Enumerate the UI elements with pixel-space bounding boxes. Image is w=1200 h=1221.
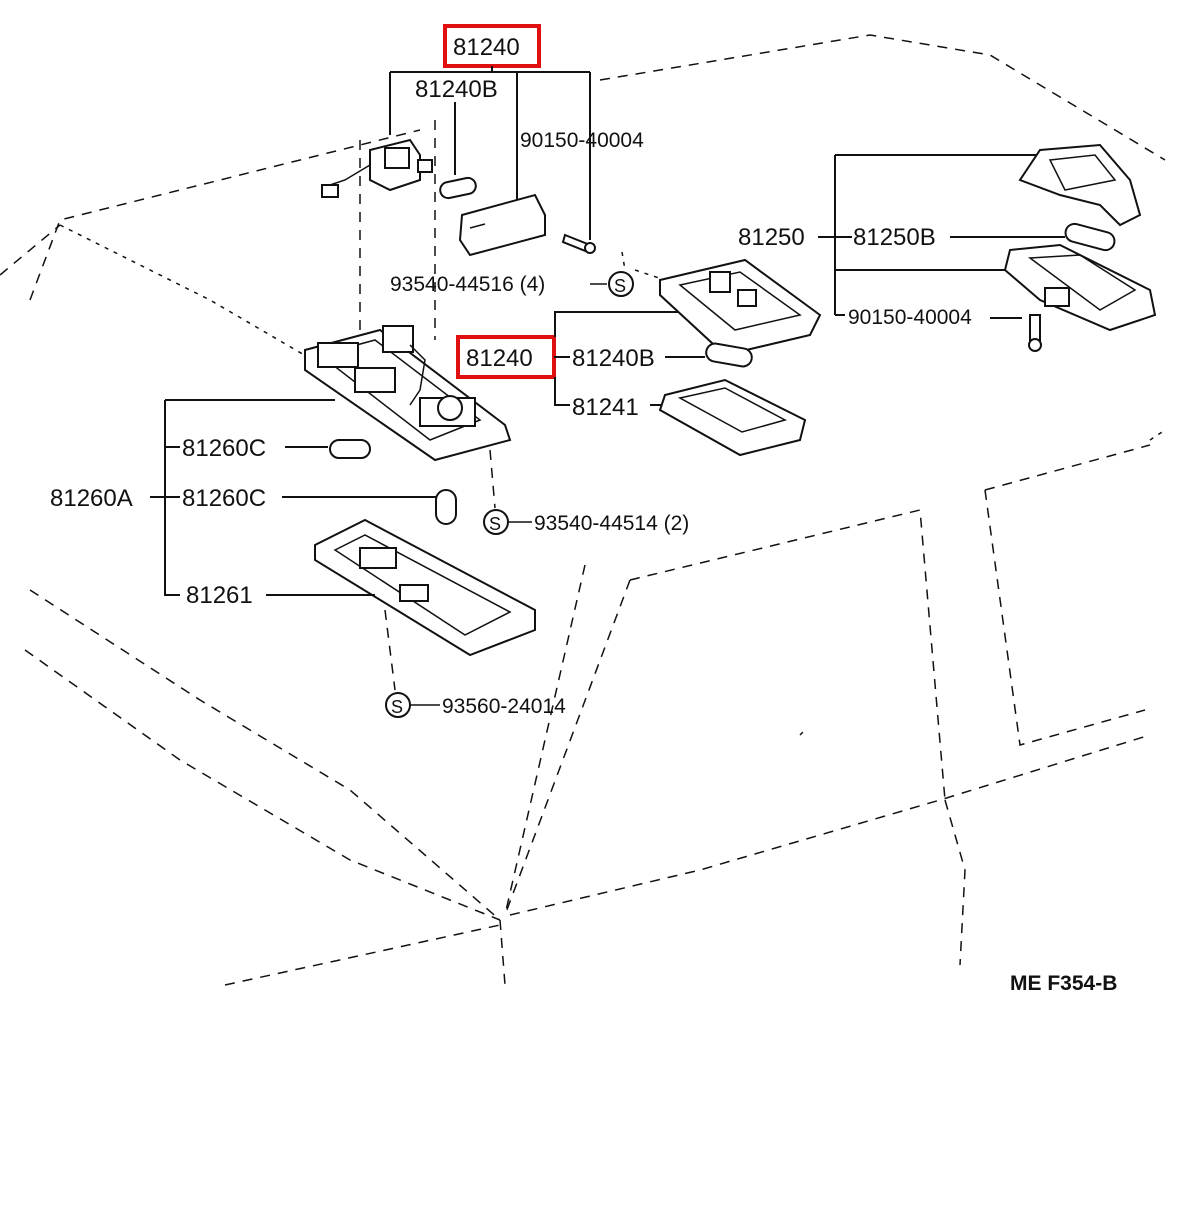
label-81241-mid: 81241 <box>572 394 639 421</box>
label-81260C-b: 81260C <box>182 485 266 512</box>
lens-mid-part <box>658 378 807 457</box>
label-81240B-top: 81240B <box>415 76 498 103</box>
bulb-top-part <box>439 176 477 200</box>
s-symbol-2-text: S <box>489 514 501 534</box>
label-90150-right: 90150-40004 <box>848 306 972 329</box>
switch-connector-part <box>321 138 433 198</box>
label-90150-top: 90150-40004 <box>520 129 644 152</box>
label-81260C-a: 81260C <box>182 435 266 462</box>
bulb-right-part <box>1064 222 1116 252</box>
lamp-housing-left <box>304 325 512 462</box>
label-81240B-mid: 81240B <box>572 345 655 372</box>
label-81240-mid: 81240 <box>466 345 533 372</box>
label-81250B: 81250B <box>853 224 936 251</box>
reference-code: ME F354-B <box>1010 972 1117 995</box>
label-81250: 81250 <box>738 224 805 251</box>
switch-right-part <box>1018 143 1142 227</box>
label-81260A: 81260A <box>50 485 133 512</box>
car-body-outline <box>0 34 1166 986</box>
screw-top-part <box>561 233 596 254</box>
s-symbol-1 <box>608 271 634 297</box>
lens-top-part <box>458 193 546 257</box>
label-93540-44514: 93540-44514 (2) <box>534 512 689 535</box>
screw-right-part <box>1028 314 1042 352</box>
label-81261: 81261 <box>186 582 253 609</box>
lens-left-part <box>314 518 536 657</box>
s-symbol-3-text: S <box>391 697 403 717</box>
label-81240-top: 81240 <box>453 34 520 61</box>
label-93560-24014: 93560-24014 <box>442 695 566 718</box>
bulb-left-a-part <box>329 439 371 459</box>
lamp-housing-right <box>1003 243 1157 332</box>
bulb-mid-part <box>705 342 753 368</box>
label-93540-44516: 93540-44516 (4) <box>390 273 545 296</box>
s-symbol-1-text: S <box>614 276 626 296</box>
lamp-housing-mid <box>659 258 822 357</box>
bulb-left-b-part <box>435 489 457 525</box>
